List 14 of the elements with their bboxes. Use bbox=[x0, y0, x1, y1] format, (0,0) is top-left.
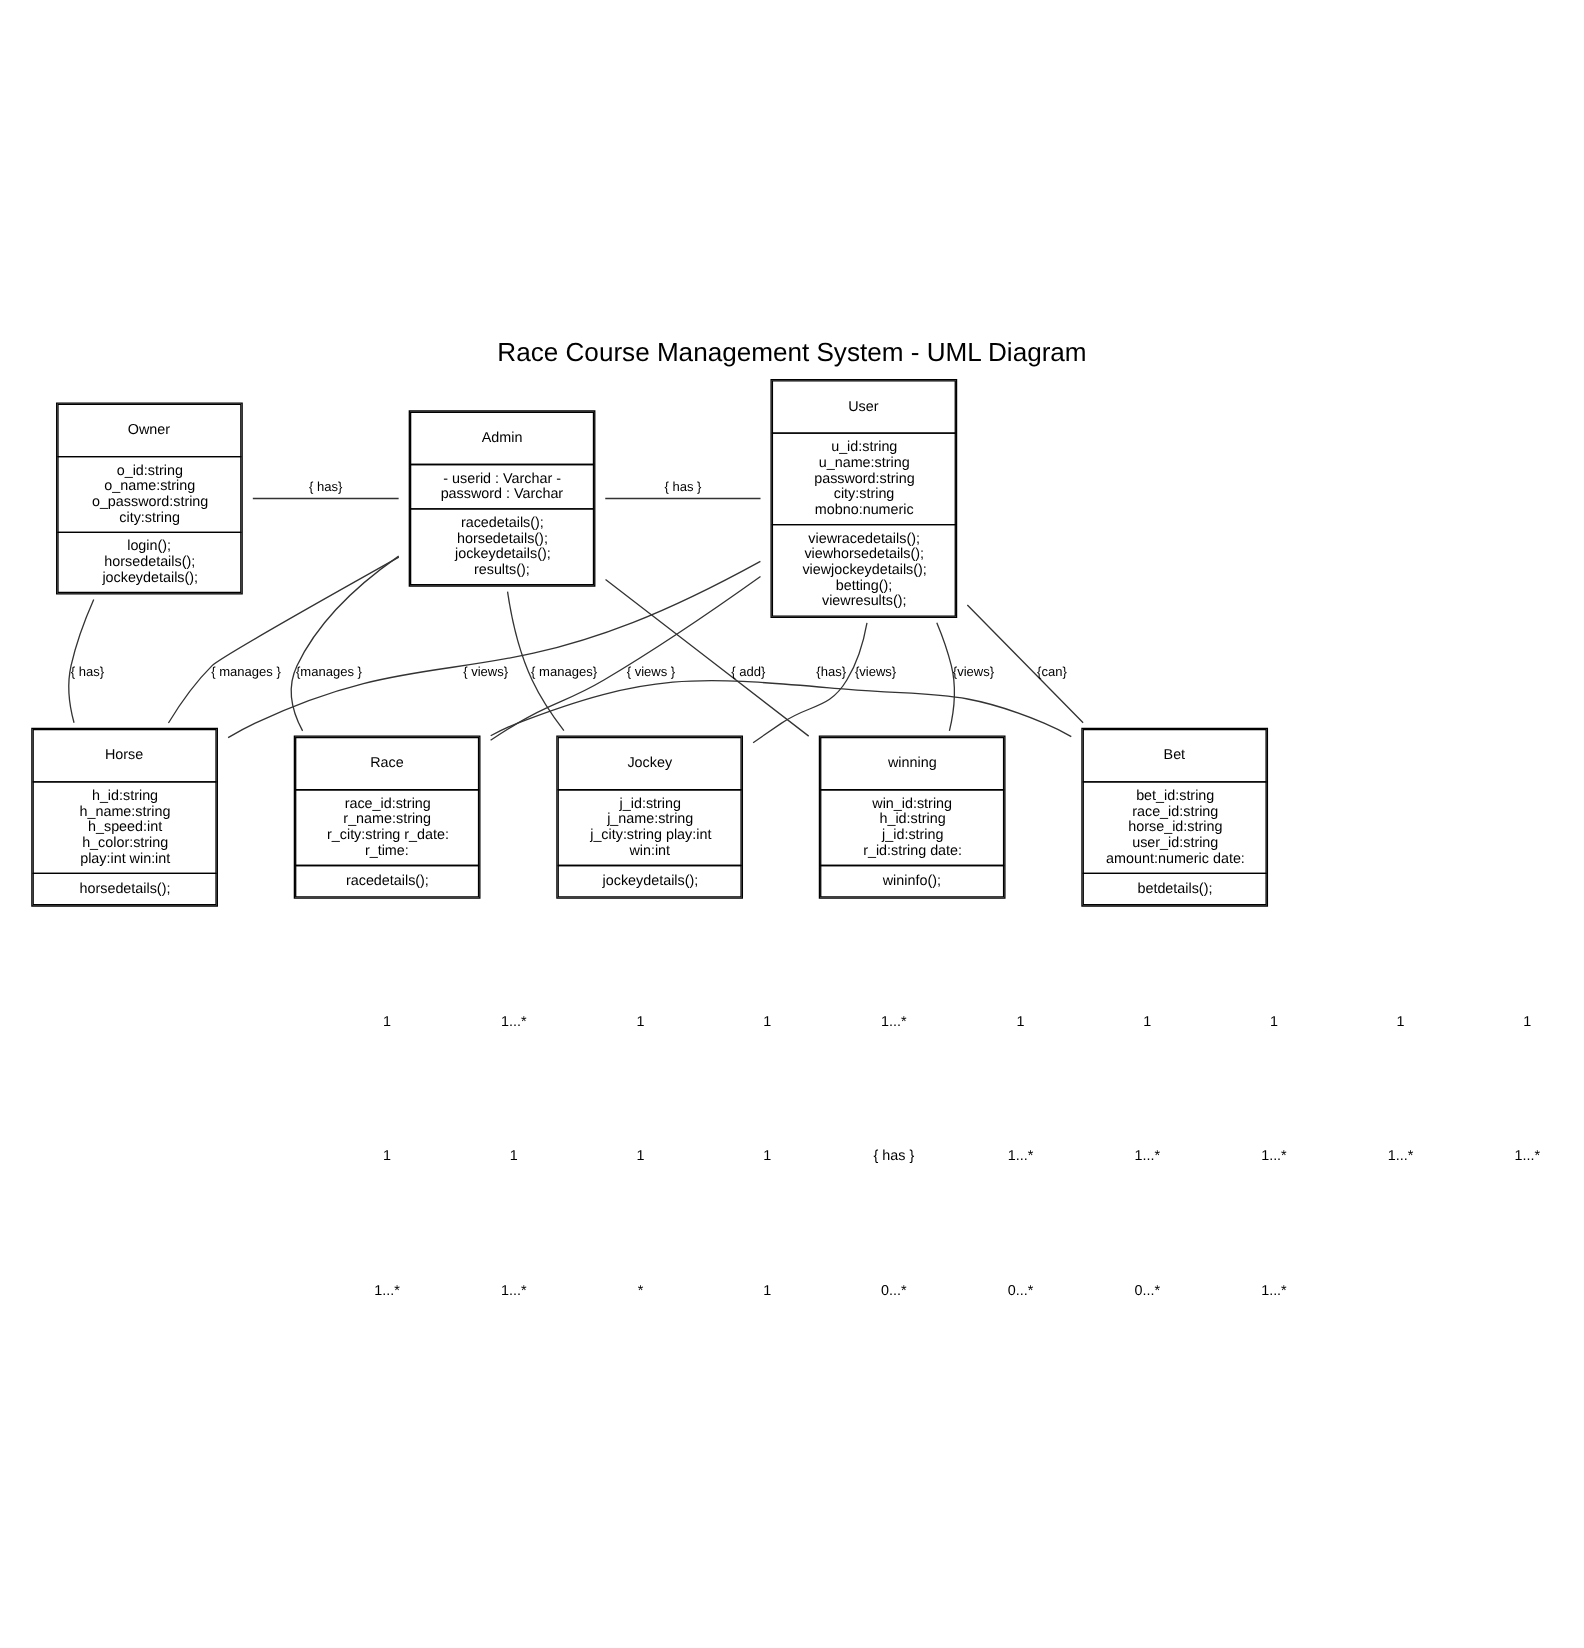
connector bbox=[167, 555, 400, 723]
connector bbox=[68, 597, 95, 723]
diagram-title: Race Course Management System - UML Diagram bbox=[497, 336, 1087, 367]
connector bbox=[752, 621, 868, 743]
connector bbox=[290, 554, 400, 731]
connector bbox=[936, 621, 956, 731]
connector bbox=[252, 496, 400, 499]
connector bbox=[489, 574, 762, 740]
connector bbox=[490, 679, 1072, 737]
connector bbox=[227, 559, 762, 738]
connector bbox=[604, 577, 810, 736]
connector bbox=[966, 603, 1084, 723]
connector bbox=[604, 496, 762, 499]
connector bbox=[506, 589, 565, 731]
